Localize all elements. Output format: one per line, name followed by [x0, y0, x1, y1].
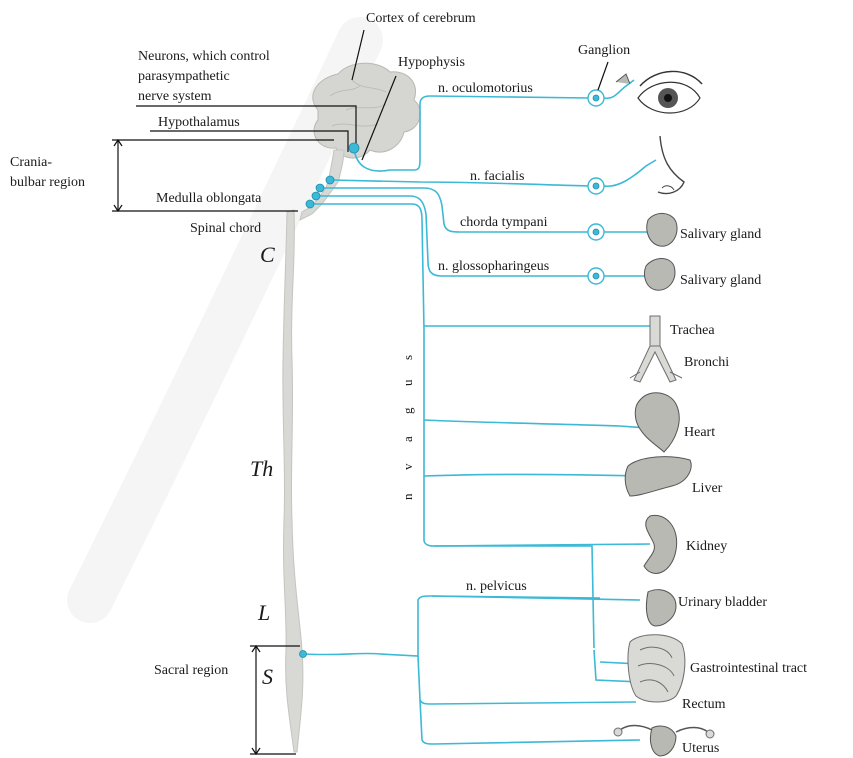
glosso-label: n. glossopharingeus: [438, 259, 549, 274]
heart-label: Heart: [684, 425, 715, 440]
salivary-1-label: Salivary gland: [680, 227, 761, 242]
sacral-node: [300, 651, 307, 658]
kidney-label: Kidney: [686, 539, 727, 554]
nose-icon: [658, 136, 684, 194]
spinal-label: Spinal chord: [190, 221, 261, 236]
facialis-nerve: [330, 180, 588, 186]
hypophysis-label: Hypophysis: [398, 55, 465, 70]
bladder-label: Urinary bladder: [678, 595, 767, 610]
segment-l: L: [257, 600, 270, 625]
eye-icon: [616, 71, 702, 113]
cortex-label: Cortex of cerebrum: [366, 11, 476, 26]
uterus-label: Uterus: [682, 741, 719, 756]
salivary-gland-2-icon: [644, 259, 674, 291]
spinal-cord: [283, 210, 303, 752]
segment-c: C: [260, 242, 275, 267]
rectum-label: Rectum: [682, 697, 726, 712]
vagus-letter-s: s: [400, 355, 415, 360]
vagus-letter-v: v: [400, 463, 415, 470]
ganglion-label: Ganglion: [578, 43, 630, 58]
neurons-label-1: Neurons, which control: [138, 49, 270, 64]
gi-label: Gastrointestinal tract: [690, 661, 807, 676]
pelvicus-label: n. pelvicus: [466, 579, 527, 594]
trachea-label: Trachea: [670, 323, 715, 338]
sacral-label: Sacral region: [154, 663, 228, 678]
cranio-label-1: Crania-: [10, 155, 52, 170]
chorda-label: chorda tympani: [460, 215, 548, 230]
ganglia: [588, 90, 604, 284]
vagus-letter-u: u: [400, 379, 415, 386]
bronchi-label: Bronchi: [684, 355, 729, 370]
salivary-2-label: Salivary gland: [680, 273, 761, 288]
urinary-bladder-icon: [646, 590, 676, 626]
hypothalamus-label: Hypothalamus: [158, 115, 240, 130]
gi-tract-icon: [628, 635, 685, 702]
nuclei: [300, 143, 360, 658]
facialis-label: n. facialis: [470, 169, 524, 184]
vagus-letter-g: g: [400, 407, 415, 414]
heart-icon: [635, 393, 679, 452]
organs: Salivary gland Salivary gland Trachea Br…: [614, 71, 807, 756]
chorda-tympani-nerve: [320, 188, 588, 232]
salivary-gland-1-icon: [647, 213, 677, 246]
segment-th: Th: [250, 456, 273, 481]
nerve-labels: n. oculomotorius n. facialis chorda tymp…: [400, 81, 549, 594]
liver-label: Liver: [692, 481, 723, 496]
cranio-label-2: bulbar region: [10, 175, 85, 190]
oculomotorius-label: n. oculomotorius: [438, 81, 533, 96]
liver-icon: [625, 457, 691, 496]
vagus-letter-a: a: [400, 436, 415, 442]
hypothalamus-node: [349, 143, 359, 153]
neurons-label-2: parasympathetic: [138, 69, 230, 84]
medulla-label: Medulla oblongata: [156, 191, 262, 206]
segment-s: S: [262, 664, 273, 689]
neurons-label-3: nerve system: [138, 89, 212, 104]
vagus-letter-n: n: [400, 493, 415, 500]
pelvicus-nerve: [304, 596, 640, 656]
